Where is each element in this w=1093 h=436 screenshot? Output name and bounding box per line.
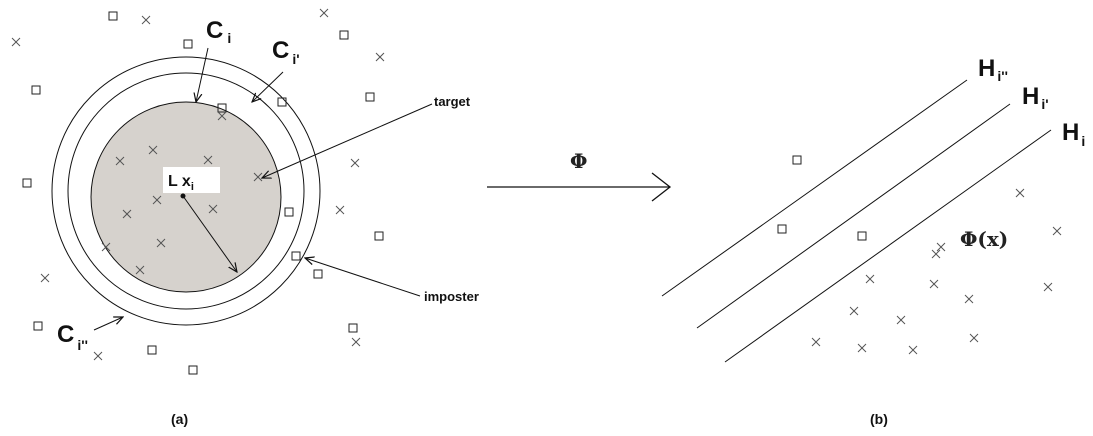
imposter-square-point [284, 207, 294, 217]
hyperplane-h-i1 [696, 103, 1011, 329]
panel-b-points [777, 155, 1062, 355]
arrow-c-i [196, 47, 209, 102]
imposter-square-point [348, 323, 358, 333]
caption-a: (a) [171, 411, 188, 427]
phi-label: Φ [570, 149, 587, 173]
arrow-c-i1 [252, 71, 284, 102]
hyperplane-h-i [724, 129, 1052, 363]
target-cross-point [217, 111, 227, 121]
transform-arrow: Φ [487, 149, 672, 202]
caption-b: (b) [870, 411, 888, 427]
imposter-square-point [277, 97, 287, 107]
target-cross-point [40, 273, 50, 283]
imposter-square-point [31, 85, 41, 95]
middle-circle-c-i1 [67, 72, 305, 310]
imposter-square-point [33, 321, 43, 331]
target-cross-point [156, 238, 166, 248]
imposter-square-point [188, 365, 198, 375]
target-cross-point [152, 195, 162, 205]
class-square-point [792, 155, 802, 165]
class-cross-point [908, 345, 918, 355]
class-cross-point [964, 294, 974, 304]
panel-a-points [11, 8, 385, 375]
target-cross-point [101, 242, 111, 252]
imposter-square-point [147, 345, 157, 355]
class-cross-point [969, 333, 979, 343]
target-cross-point [351, 337, 361, 347]
phi-x-label: Φ(x) [960, 227, 1008, 251]
imposter-square-point [313, 269, 323, 279]
hyperplane-h-i2 [661, 79, 968, 297]
imposter-square-point [374, 231, 384, 241]
arrow-imposter [305, 258, 421, 297]
class-cross-point [929, 279, 939, 289]
arrow-c-i2 [93, 317, 123, 331]
center-label: L xi [168, 173, 194, 193]
imposter-square-point [183, 39, 193, 49]
target-cross-point [350, 158, 360, 168]
class-cross-point [1052, 226, 1062, 236]
imposter-square-point [291, 251, 301, 261]
imposter-square-point [365, 92, 375, 102]
class-cross-point [931, 249, 941, 259]
target-cross-point [375, 52, 385, 62]
target-cross-point [319, 8, 329, 18]
target-cross-point [122, 209, 132, 219]
class-cross-point [1015, 188, 1025, 198]
class-cross-point [1043, 282, 1053, 292]
transform-arrow-head [651, 172, 672, 202]
class-cross-point [857, 343, 867, 353]
imposter-square-point [108, 11, 118, 21]
radius-arrow [182, 195, 237, 272]
target-cross-point [11, 37, 21, 47]
class-cross-point [936, 242, 946, 252]
class-cross-point [849, 306, 859, 316]
target-cross-point [208, 204, 218, 214]
imposter-square-point [339, 30, 349, 40]
target-cross-point [141, 15, 151, 25]
class-square-point [857, 231, 867, 241]
center-label-bg [163, 167, 220, 193]
label-imposter: imposter [424, 289, 479, 304]
label-target: target [434, 94, 471, 109]
class-cross-point [865, 274, 875, 284]
target-cross-point [148, 145, 158, 155]
target-cross-point [203, 155, 213, 165]
imposter-square-point [217, 103, 227, 113]
class-square-point [777, 224, 787, 234]
target-cross-point [93, 351, 103, 361]
target-cross-point [135, 265, 145, 275]
target-cross-point [335, 205, 345, 215]
inner-disk-c-i [90, 101, 282, 293]
target-cross-point [115, 156, 125, 166]
arrow-target [262, 103, 433, 178]
class-cross-point [811, 337, 821, 347]
outer-circle-c-i2 [51, 56, 321, 326]
imposter-square-point [22, 178, 32, 188]
class-cross-point [896, 315, 906, 325]
